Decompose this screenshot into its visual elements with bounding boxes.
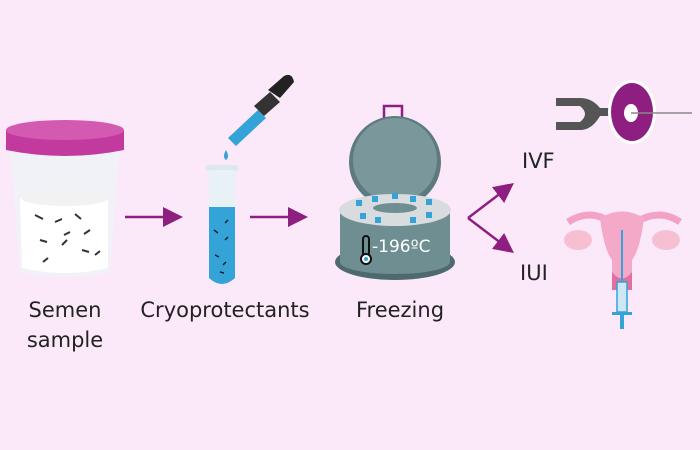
semen-sample-label-line2: sample [26,328,104,352]
temperature-label: -196ºC [372,237,431,257]
freezer-icon [335,104,455,280]
fork-arrows [467,182,514,254]
freezing-label: Freezing [355,298,445,322]
dropper-icon [224,74,294,160]
semen-sample-label: Semen sample [5,295,125,355]
ivf-label: IVF [522,149,555,173]
uterus-syringe-icon [564,211,683,329]
ivf-egg-icon [556,80,692,144]
test-tube-icon [206,165,238,284]
cryoprotectants-label: Cryoprotectants [140,298,310,322]
semen-sample-label-line1: Semen [28,298,102,322]
semen-sample-jar-icon [6,120,124,277]
iui-label: IUI [520,261,548,285]
thermometer-icon [360,235,372,265]
